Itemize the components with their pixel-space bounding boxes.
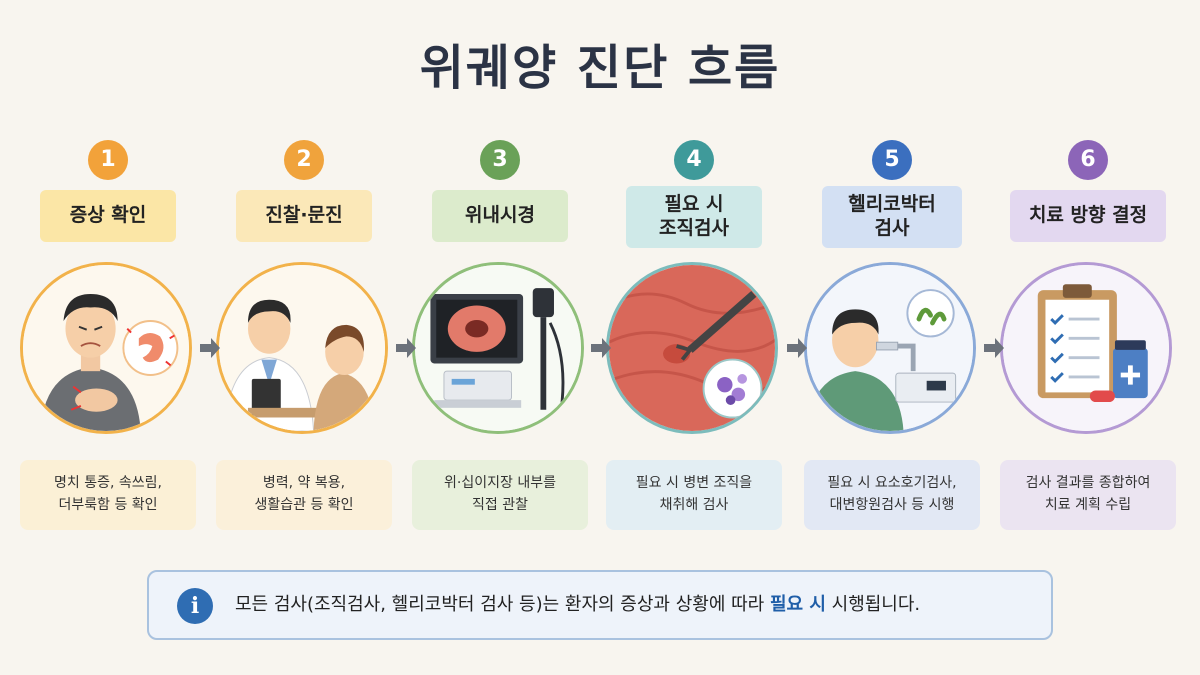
step-label-line: 헬리코박터	[848, 193, 936, 216]
step-label-line: 조직검사	[659, 217, 729, 239]
step-desc-line: 생활습관 등 확인	[254, 497, 354, 513]
step-number: 4	[674, 140, 714, 180]
step-desc-line: 치료 계획 수립	[1044, 497, 1132, 513]
step-1: 1 증상 확인 명치 통증, 속쓰림, 더부룩함 등 확인	[20, 0, 196, 545]
step-6: 6 치료 방향 결정 검사 결과를 종합하여 치료 계획 수립	[1000, 0, 1176, 545]
patient-stomach-pain-icon	[20, 262, 192, 434]
step-label-line: 필요 시	[664, 193, 724, 216]
step-desc-line: 필요 시 병변 조직을	[635, 475, 753, 492]
step-description: 검사 결과를 종합하여 치료 계획 수립	[1000, 460, 1176, 530]
note-text-emphasis: 필요 시	[769, 594, 826, 615]
step-desc-line: 검사 결과를 종합하여	[1025, 475, 1151, 492]
clipboard-medicine-icon	[1000, 262, 1172, 434]
step-desc-line: 대변항원검사 등 시행	[829, 497, 955, 513]
step-5: 5 헬리코박터 검사 필요 시 요소호기검사, 대변항원검사 등 시행	[804, 0, 980, 545]
arrow-right-icon	[200, 338, 220, 358]
info-icon: i	[177, 588, 213, 624]
step-label: 증상 확인	[40, 190, 176, 242]
step-3: 3 위내시경 위·십이지장 내부를 직접 관찰	[412, 0, 588, 545]
step-label-line: 위내시경	[465, 204, 535, 227]
step-desc-line: 채취해 검사	[659, 497, 729, 513]
step-description: 위·십이지장 내부를 직접 관찰	[412, 460, 588, 530]
step-label: 치료 방향 결정	[1010, 190, 1166, 242]
info-note: i 모든 검사(조직검사, 헬리코박터 검사 등)는 환자의 증상과 상황에 따…	[147, 570, 1053, 640]
note-text-after: 시행됩니다.	[825, 594, 921, 615]
step-desc-line: 필요 시 요소호기검사,	[827, 475, 957, 492]
breath-test-bacteria-icon	[804, 262, 976, 434]
step-desc-line: 더부룩함 등 확인	[58, 497, 158, 513]
step-description: 명치 통증, 속쓰림, 더부룩함 등 확인	[20, 460, 196, 530]
step-label-line: 치료 방향 결정	[1028, 204, 1148, 227]
step-number: 1	[88, 140, 128, 180]
arrow-right-icon	[787, 338, 807, 358]
step-desc-line: 명치 통증, 속쓰림,	[54, 475, 162, 492]
step-description: 필요 시 병변 조직을 채취해 검사	[606, 460, 782, 530]
step-label: 진찰·문진	[236, 190, 372, 242]
step-label-line: 증상 확인	[69, 204, 147, 227]
biopsy-forceps-icon	[606, 262, 778, 434]
step-label: 위내시경	[432, 190, 568, 242]
step-label: 헬리코박터 검사	[822, 186, 962, 248]
step-number: 3	[480, 140, 520, 180]
step-desc-line: 직접 관찰	[472, 497, 528, 513]
step-desc-line: 위·십이지장 내부를	[444, 475, 556, 492]
arrow-right-icon	[984, 338, 1004, 358]
arrow-right-icon	[396, 338, 416, 358]
step-description: 필요 시 요소호기검사, 대변항원검사 등 시행	[804, 460, 980, 530]
step-number: 6	[1068, 140, 1108, 180]
arrow-right-icon	[591, 338, 611, 358]
step-desc-line: 병력, 약 복용,	[262, 475, 346, 492]
step-description: 병력, 약 복용, 생활습관 등 확인	[216, 460, 392, 530]
step-label-line: 검사	[874, 217, 910, 239]
page-title: 위궤양 진단 흐름	[419, 40, 781, 96]
step-2: 2 진찰·문진 병력, 약 복용, 생활습관 등 확인	[216, 0, 392, 545]
note-text: 모든 검사(조직검사, 헬리코박터 검사 등)는 환자의 증상과 상황에 따라 …	[235, 572, 920, 638]
step-label-line: 진찰·문진	[265, 204, 343, 227]
step-label: 필요 시 조직검사	[626, 186, 762, 248]
doctor-consultation-icon	[216, 262, 388, 434]
note-text-before: 모든 검사(조직검사, 헬리코박터 검사 등)는 환자의 증상과 상황에 따라	[235, 594, 770, 615]
step-number: 5	[872, 140, 912, 180]
endoscope-icon	[412, 262, 584, 434]
step-4: 4 필요 시 조직검사 필요 시 병변 조직을 채취해 검사	[606, 0, 782, 545]
step-number: 2	[284, 140, 324, 180]
